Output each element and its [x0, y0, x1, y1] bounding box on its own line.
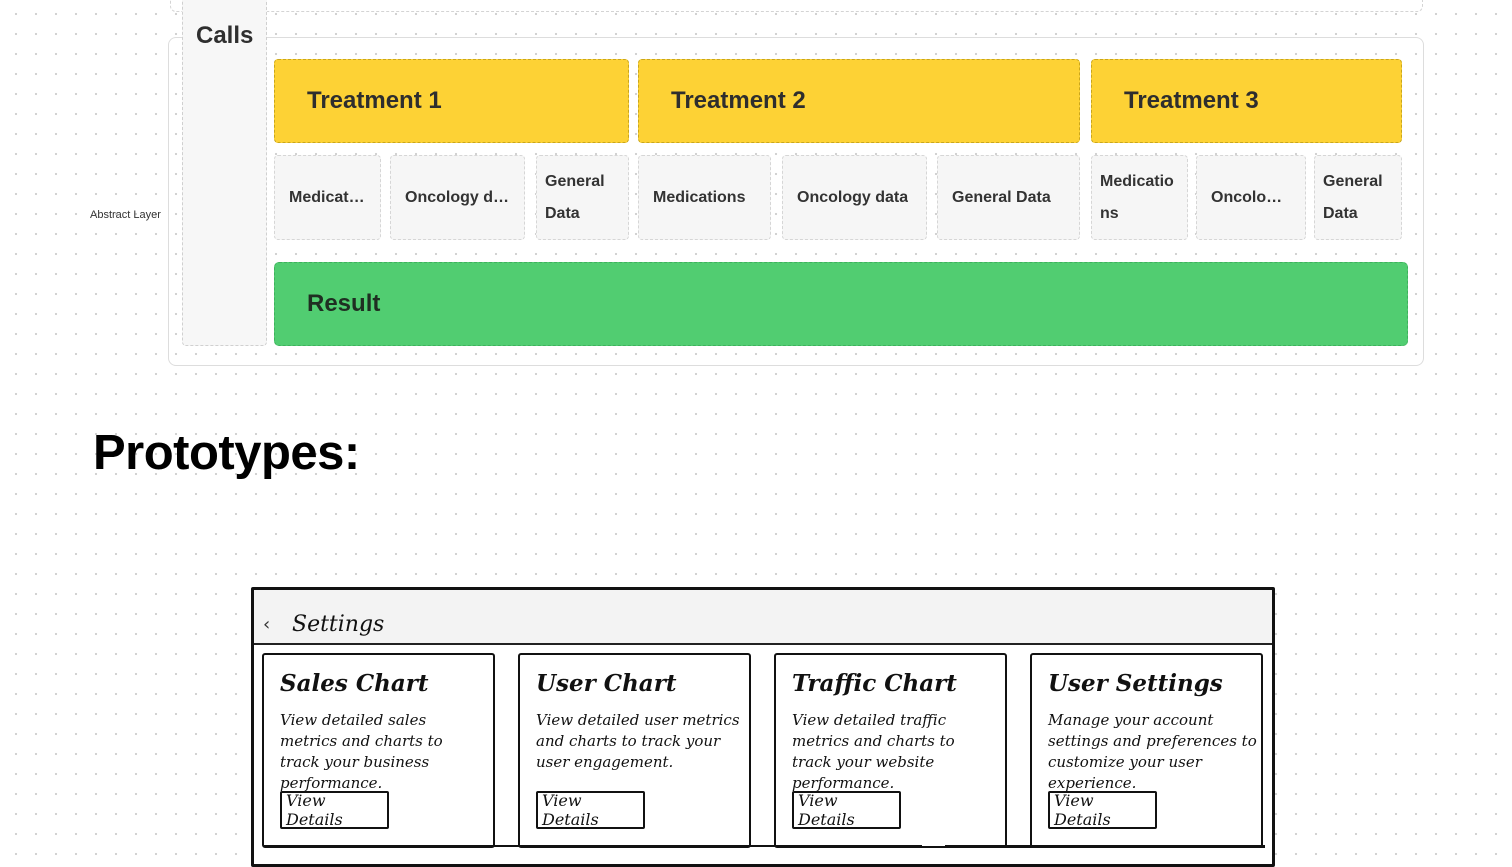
- treatment-1-block[interactable]: Treatment 1: [274, 59, 629, 143]
- view-details-button[interactable]: View Details: [792, 791, 901, 829]
- view-details-button[interactable]: View Details: [1048, 791, 1157, 829]
- prototypes-heading: Prototypes:: [93, 426, 360, 480]
- card-user-chart[interactable]: User Chart View detailed user metrics an…: [518, 653, 751, 848]
- treatment-3-label: Treatment 3: [1124, 87, 1259, 114]
- t1-medications-node[interactable]: Medications: [274, 155, 381, 240]
- calls-label: Calls: [196, 22, 254, 49]
- t1-general-label: General Data: [545, 172, 605, 222]
- treatment-2-label: Treatment 2: [671, 87, 806, 114]
- card-description: View detailed sales metrics and charts t…: [280, 711, 443, 792]
- t3-oncology-node[interactable]: Oncology data: [1196, 155, 1306, 240]
- card-description: Manage your account settings and prefere…: [1048, 711, 1257, 792]
- t2-general-label: General Data: [952, 188, 1051, 206]
- diagram-frame: [168, 37, 1424, 366]
- card-title: User Settings: [1048, 670, 1223, 697]
- card-description: View detailed traffic metrics and charts…: [792, 711, 955, 792]
- t1-general-node[interactable]: General Data: [536, 155, 629, 240]
- t2-oncology-node[interactable]: Oncology data: [782, 155, 927, 240]
- t2-general-node[interactable]: General Data: [937, 155, 1080, 240]
- card-title: Sales Chart: [280, 670, 429, 697]
- view-details-button[interactable]: View Details: [536, 791, 645, 829]
- wireframe-header: [254, 590, 1272, 645]
- view-details-button[interactable]: View Details: [280, 791, 389, 829]
- t2-medications-label: Medications: [653, 188, 746, 206]
- card-description: View detailed user metrics and charts to…: [536, 711, 740, 771]
- t3-oncology-label: Oncology data: [1211, 188, 1291, 206]
- t3-medications-node[interactable]: Medications: [1091, 155, 1188, 240]
- treatment-1-label: Treatment 1: [307, 87, 442, 114]
- next-row-card-edge: [263, 845, 922, 855]
- card-title: User Chart: [536, 670, 677, 697]
- t1-oncology-node[interactable]: Oncology data: [390, 155, 525, 240]
- abstract-layer-label: Abstract Layer: [90, 209, 161, 221]
- t2-medications-node[interactable]: Medications: [638, 155, 771, 240]
- result-block[interactable]: Result: [274, 262, 1408, 346]
- card-sales-chart[interactable]: Sales Chart View detailed sales metrics …: [262, 653, 495, 848]
- card-title: Traffic Chart: [792, 670, 957, 697]
- t3-medications-label: Medications: [1100, 172, 1174, 222]
- treatment-2-block[interactable]: Treatment 2: [638, 59, 1080, 143]
- treatment-3-block[interactable]: Treatment 3: [1091, 59, 1402, 143]
- t3-general-node[interactable]: General Data: [1314, 155, 1402, 240]
- card-user-settings[interactable]: User Settings Manage your account settin…: [1030, 653, 1263, 848]
- calls-column[interactable]: [182, 0, 267, 346]
- t3-general-label: General Data: [1323, 172, 1383, 222]
- next-row-card-edge: [945, 845, 1265, 855]
- t1-medications-label: Medications: [289, 188, 366, 206]
- t1-oncology-label: Oncology data: [405, 188, 510, 206]
- card-traffic-chart[interactable]: Traffic Chart View detailed traffic metr…: [774, 653, 1007, 848]
- t2-oncology-label: Oncology data: [797, 188, 909, 206]
- chevron-left-icon[interactable]: ‹: [263, 614, 271, 635]
- wireframe-title: Settings: [292, 612, 385, 637]
- result-label: Result: [307, 290, 381, 317]
- top-group-frame: [170, 0, 1423, 12]
